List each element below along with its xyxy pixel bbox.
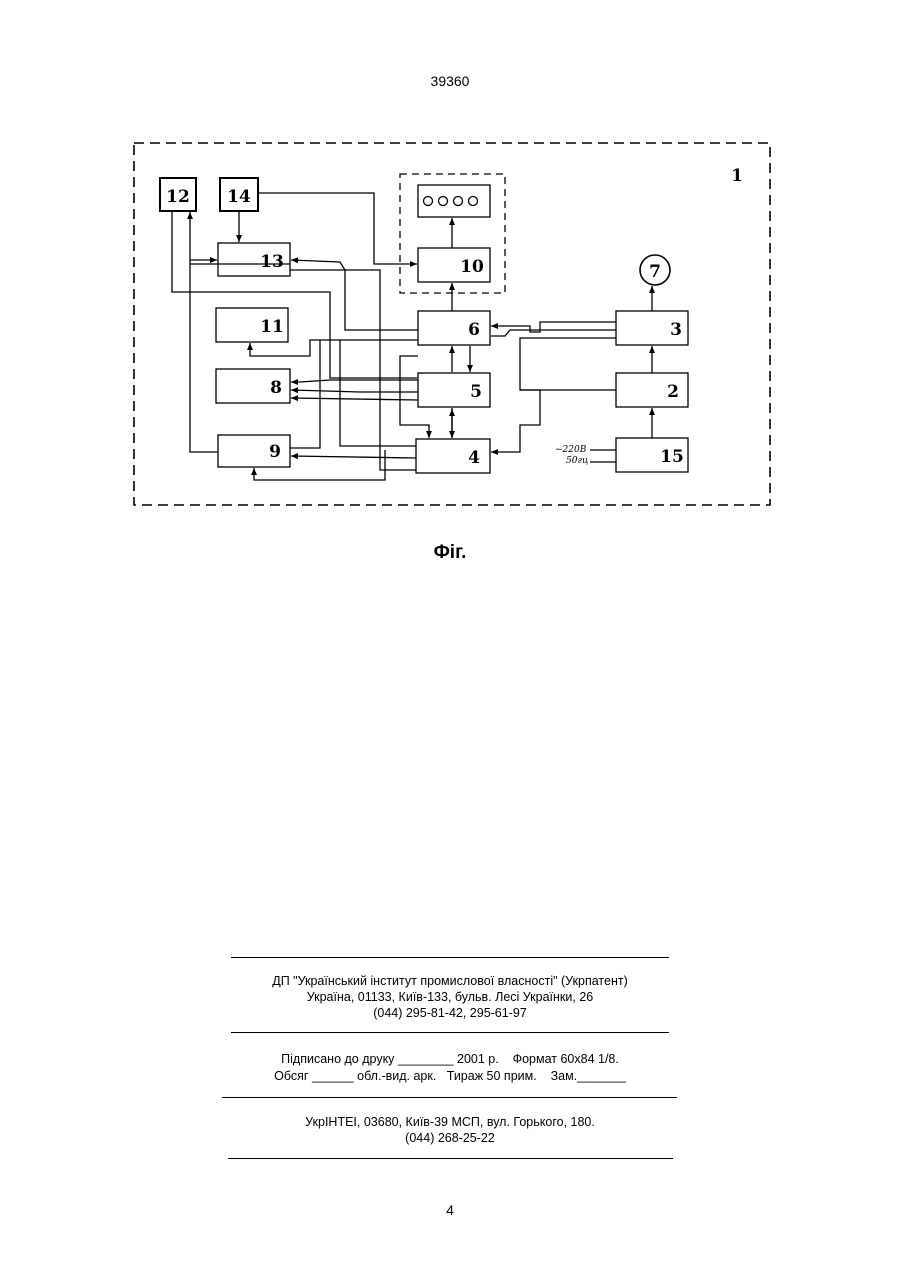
publisher-address: Україна, 01133, Київ-133, бульв. Лесі Ук…	[0, 989, 900, 1005]
printer-phone: (044) 268-25-22	[0, 1130, 900, 1146]
printer-address: УкрІНТЕІ, 03680, Київ-39 МСП, вул. Горьк…	[0, 1114, 900, 1130]
block-15-label: 15	[660, 447, 684, 467]
block-2-label: 2	[667, 382, 679, 402]
publisher-phone: (044) 295-81-42, 295-61-97	[0, 1005, 900, 1021]
power-voltage-label: ~220В	[555, 445, 587, 455]
indicator-lamp	[469, 197, 478, 206]
divider	[222, 1097, 677, 1098]
block-14-label: 14	[227, 187, 251, 207]
indicator-lamp	[439, 197, 448, 206]
block-11-label: 11	[260, 317, 284, 337]
block-4-label: 4	[468, 448, 480, 468]
block-6-label: 6	[468, 320, 480, 340]
power-frequency-label: 50гц	[566, 456, 588, 466]
block-8-label: 8	[270, 378, 282, 398]
publisher-name: ДП "Український інститут промислової вла…	[0, 973, 900, 989]
block-diagram: 1 2 3 4 5 6 7 8 9 10 11 12 13 14 15 ~220…	[0, 0, 900, 540]
page-number: 4	[0, 1202, 900, 1218]
block-9-label: 9	[269, 442, 281, 462]
signed-to-print-line: Підписано до друку ________ 2001 р. Форм…	[0, 1051, 900, 1067]
volume-circulation-line: Обсяг ______ обл.-вид. арк. Тираж 50 при…	[0, 1068, 900, 1084]
divider	[228, 1158, 673, 1159]
block-10-label: 10	[460, 257, 484, 277]
block-5-label: 5	[470, 382, 482, 402]
divider	[231, 957, 669, 958]
block-13-label: 13	[260, 252, 284, 272]
block-7-label: 7	[649, 262, 661, 282]
indicator-lamp	[454, 197, 463, 206]
figure-caption: Фіг.	[0, 542, 900, 564]
block-1-label: 1	[731, 166, 743, 186]
indicator-lamp	[424, 197, 433, 206]
block-12-label: 12	[166, 187, 190, 207]
block-3-label: 3	[670, 320, 682, 340]
divider	[231, 1032, 669, 1033]
